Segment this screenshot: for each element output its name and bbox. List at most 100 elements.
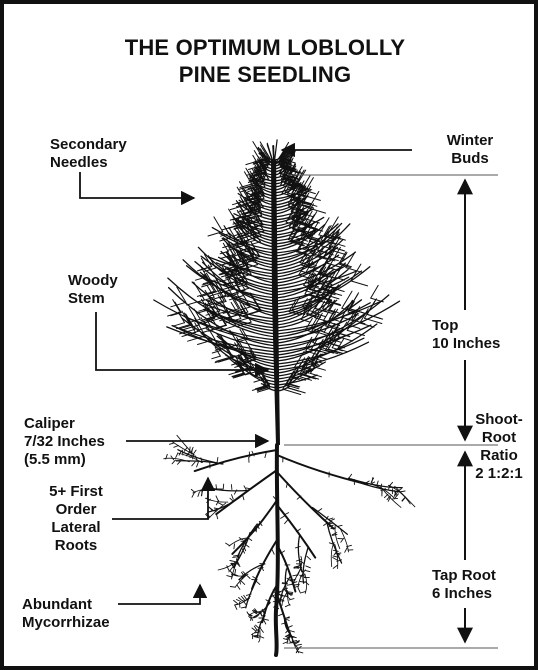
root-stroke [230,587,235,588]
root-stroke [281,516,285,519]
root-stroke [233,557,238,558]
label-woody-stem: Woody Stem [68,272,118,308]
needle-stroke [346,252,355,268]
root-stroke [328,518,333,520]
root-stroke [252,628,256,631]
root-system-illustration [164,435,415,655]
root-stroke [232,495,234,500]
needle-stroke [365,318,382,323]
label-shoot-root-ratio: Shoot- Root Ratio 2 1:2:1 [464,411,534,483]
needle-stroke [195,318,206,336]
root-stroke [305,574,307,594]
root-stroke [237,585,240,589]
label-tap-root: Tap Root 6 Inches [432,567,496,603]
root-stroke [226,543,230,546]
root-stroke [192,462,195,466]
lateral-roots-leader [112,478,208,519]
needle-stroke [171,302,186,307]
root-stroke [384,494,388,498]
label-caliper: Caliper 7/32 Inches (5.5 mm) [24,415,105,469]
needle-stroke [351,281,368,286]
root-stroke [214,508,219,509]
title-line-1: THE OPTIMUM LOBLOLLY [0,34,530,61]
label-top-height: Top 10 Inches [432,317,500,353]
root-stroke [216,514,217,519]
root-stroke [300,592,305,593]
needle-stroke [174,323,184,326]
root-stroke [208,507,212,510]
root-stroke [192,493,194,497]
root-stroke [231,485,232,490]
root-stroke [307,556,311,559]
root-stroke [235,569,236,574]
root-stroke [287,584,292,585]
root-stroke [235,605,237,610]
root-stroke [318,509,322,512]
root-stroke [218,503,223,505]
diagram-title: THE OPTIMUM LOBLOLLY PINE SEEDLING [0,34,530,88]
needle-stroke [207,276,216,292]
root-stroke [265,453,266,458]
root-stroke [393,498,398,499]
root-stroke [236,600,241,602]
root-stroke [273,601,278,602]
root-stroke [298,588,300,593]
title-line-2: PINE SEEDLING [0,61,530,88]
needle-stroke [283,389,301,394]
root-stroke [335,525,340,549]
root-stroke [285,520,288,524]
label-secondary-needles: Secondary Needles [50,136,127,172]
root-stroke [264,620,266,624]
root-stroke [172,460,175,464]
root-stroke [230,561,235,562]
root-stroke [256,581,260,584]
mycorrhizae-leader [118,585,200,604]
label-mycorrhizae: Abundant Mycorrhizae [22,596,110,632]
root-stroke [372,478,373,483]
root-stroke [277,505,315,558]
root-stroke [252,580,257,581]
root-stroke [242,596,245,600]
root-stroke [272,550,274,555]
root-stroke [254,637,259,638]
secondary-needles-leader [80,172,194,198]
root-stroke [300,582,305,583]
root-stroke [400,491,405,492]
root-stroke [260,628,263,632]
root-stroke [198,492,200,497]
root-stroke [333,550,338,551]
root-stroke [279,614,284,616]
root-stroke [241,581,245,585]
root-stroke [216,485,217,490]
root-stroke [227,576,232,577]
root-stroke [244,595,247,599]
root-stroke [191,489,195,492]
root-stroke [169,443,174,444]
root-stroke [223,484,224,489]
root-stroke [217,457,218,462]
root-stroke [264,619,269,620]
root-stroke [193,450,196,454]
root-stroke [345,548,347,552]
root-stroke [297,644,302,645]
root-stroke [288,592,293,593]
root-stroke [234,600,238,603]
root-stroke [234,544,235,549]
root-stroke [285,605,290,607]
root-stroke [190,447,191,452]
root-stroke [247,575,251,578]
root-stroke [402,497,405,501]
needle-stroke [252,242,260,244]
label-winter-buds: Winter Buds [428,132,512,168]
root-stroke [333,558,337,561]
needle-stroke [371,285,379,298]
root-stroke [349,474,352,478]
root-stroke [305,570,310,571]
label-lateral-roots: 5+ First Order Lateral Roots [36,483,116,555]
root-stroke [174,446,179,448]
root-stroke [197,462,199,467]
root-stroke [216,470,277,514]
root-stroke [337,525,342,526]
woody-stem-shape [271,160,280,445]
root-stroke [176,453,178,458]
